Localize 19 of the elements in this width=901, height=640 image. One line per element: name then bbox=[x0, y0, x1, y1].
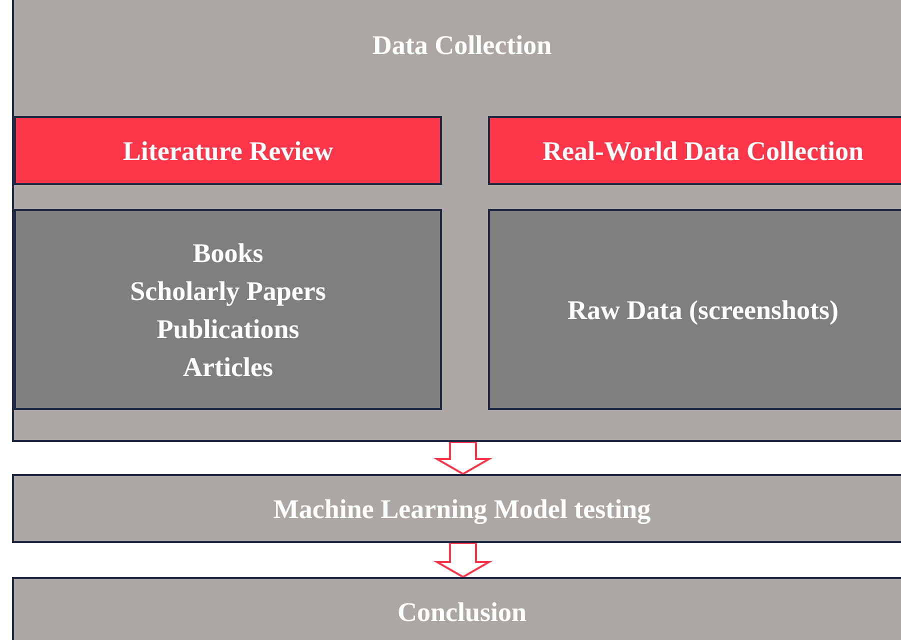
box-label: Conclusion bbox=[397, 596, 527, 629]
box-label: Data Collection bbox=[372, 29, 552, 62]
block-arrow bbox=[433, 542, 493, 578]
box-label: Scholarly Papers bbox=[130, 274, 326, 308]
header-box bbox=[14, 116, 442, 185]
content-box bbox=[14, 209, 442, 410]
group-panel bbox=[12, 0, 901, 442]
box-label: Books bbox=[192, 236, 264, 270]
box-label: Publications bbox=[156, 312, 300, 346]
box-label: Machine Learning Model testing bbox=[273, 492, 651, 526]
content-box bbox=[488, 209, 901, 410]
process-box bbox=[12, 577, 901, 640]
box-label: Raw Data (screenshots) bbox=[568, 294, 838, 326]
header-box bbox=[488, 116, 901, 185]
block-arrow bbox=[433, 441, 493, 476]
process-box bbox=[12, 474, 901, 543]
box-label: Real-World Data Collection bbox=[542, 134, 864, 168]
box-label: Articles bbox=[183, 350, 273, 384]
box-label: Literature Review bbox=[122, 134, 334, 168]
